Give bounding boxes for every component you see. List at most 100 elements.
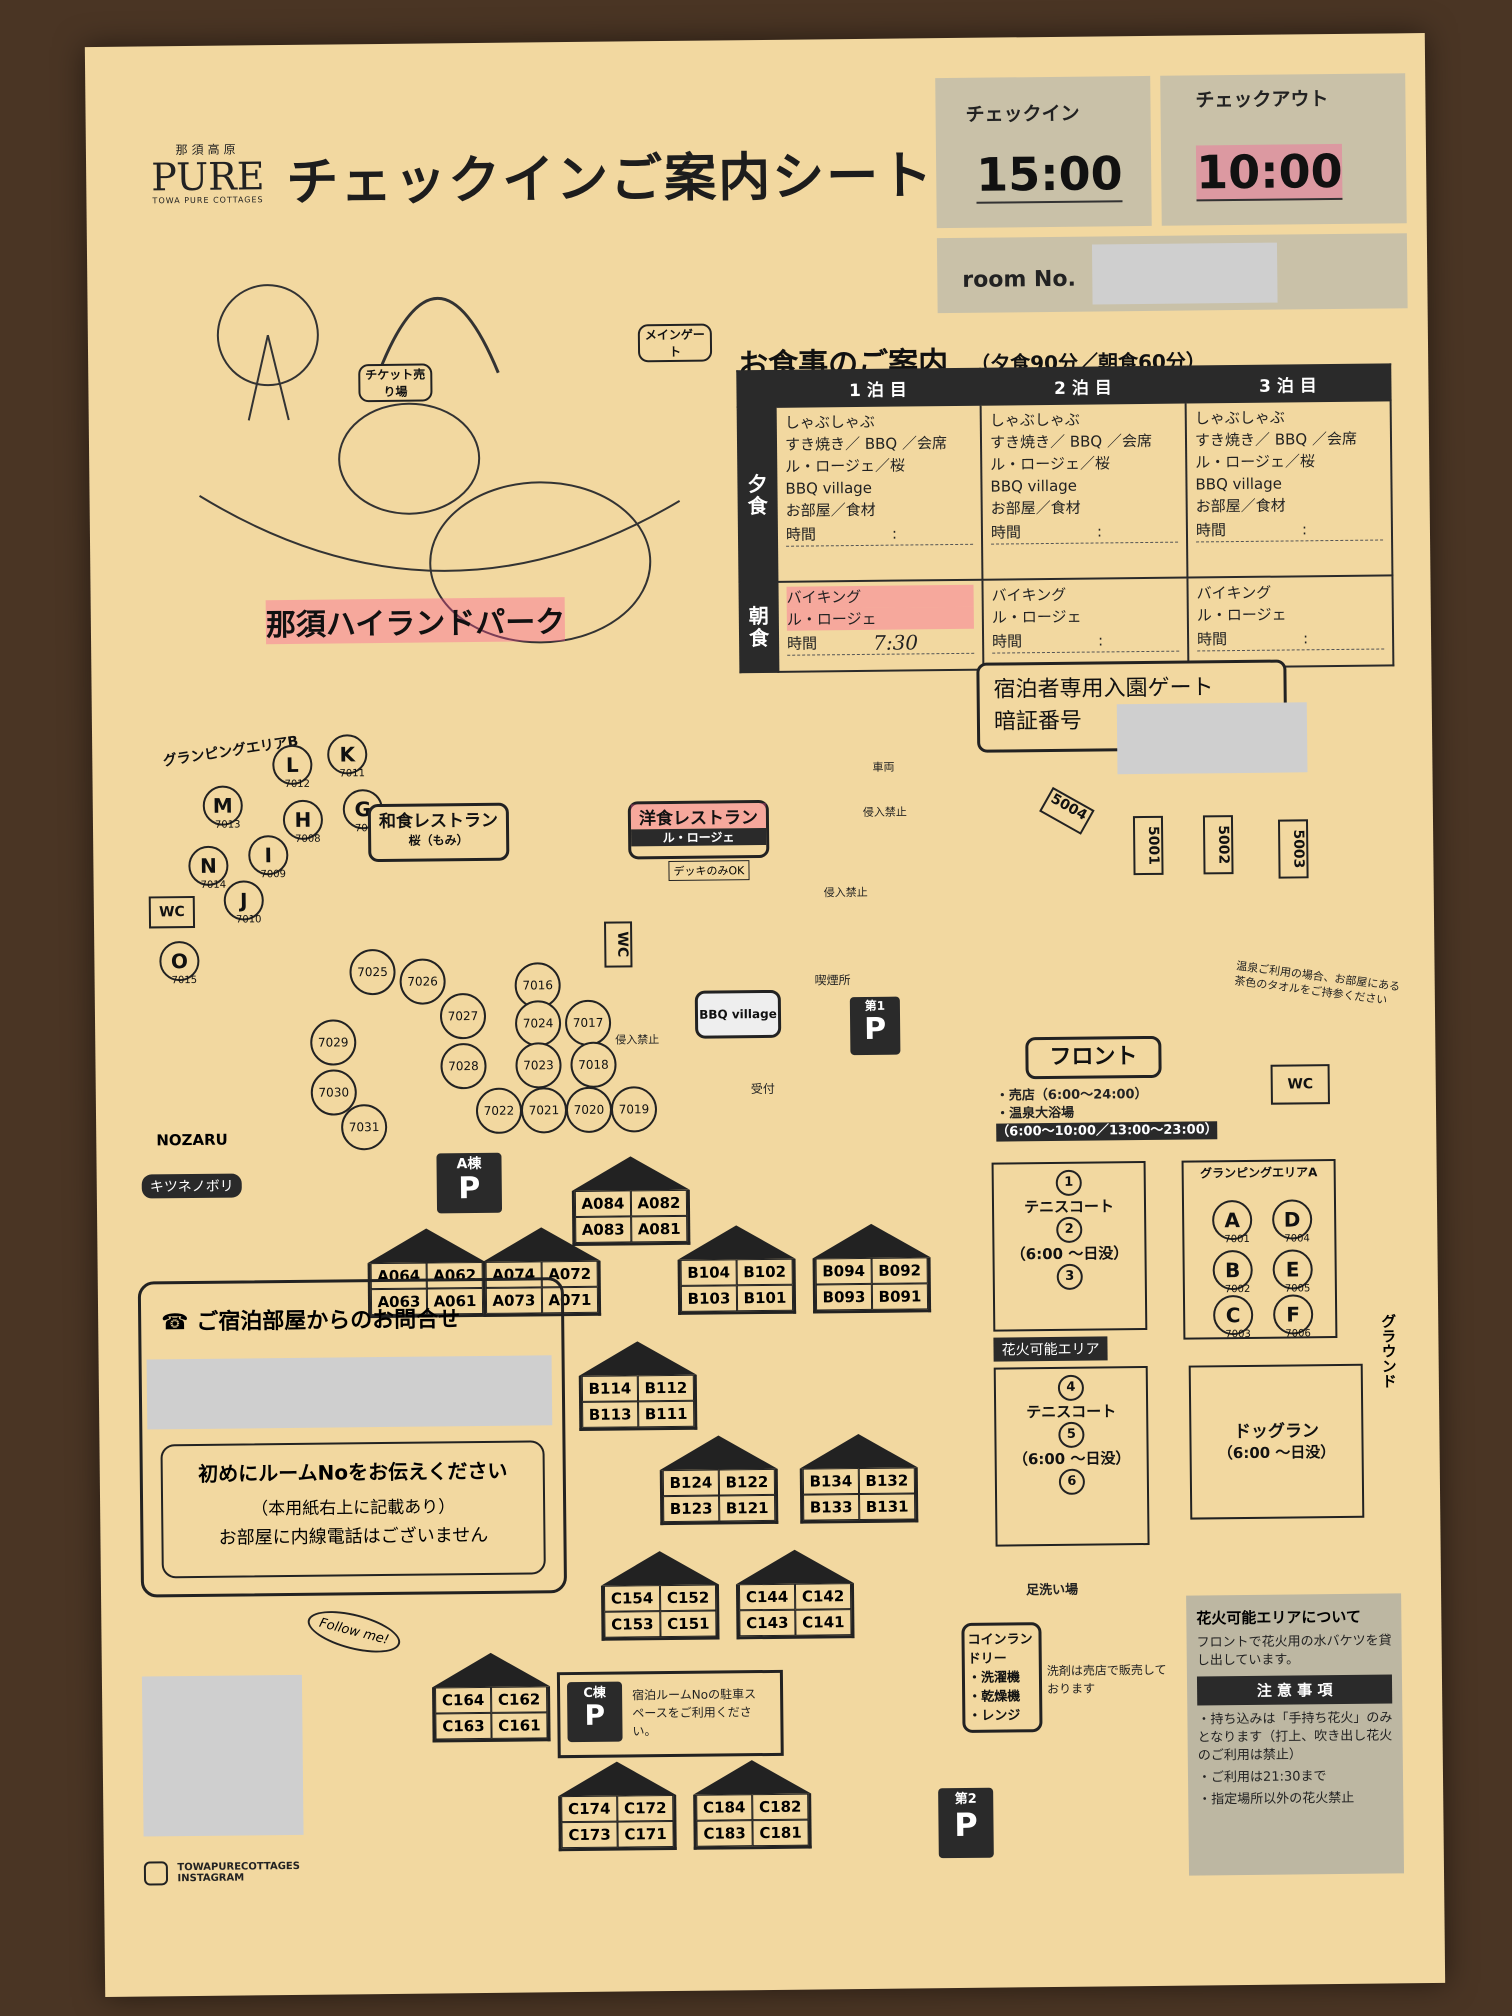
ground-label: グラウンド bbox=[1379, 1313, 1398, 1389]
guest-gate-label: 宿泊者専用入園ゲート bbox=[993, 675, 1214, 703]
breakfast-item: バイキング bbox=[1196, 583, 1272, 603]
breakfast-item: ル・ロージェ bbox=[1196, 605, 1287, 625]
meals-header-3: 3 泊 目 bbox=[1185, 364, 1391, 403]
smoking-area-label: 喫煙所 bbox=[814, 973, 851, 988]
tennis-court-1: 1 テニスコート 2 （6:00 〜日没） 3 bbox=[991, 1161, 1148, 1332]
front-desk: フロント bbox=[1025, 1035, 1162, 1080]
breakfast-time-handwritten: 7:30 bbox=[873, 630, 919, 655]
western-restaurant: 洋食レストラン ル・ロージェ bbox=[627, 799, 770, 860]
breakfast-side-label: 朝 食 bbox=[739, 581, 779, 673]
inquiry-note: 初めにルームNoをお伝えください （本用紙右上に記載あり） お部屋に内線電話はご… bbox=[160, 1440, 546, 1579]
cottage-5001: 5001 bbox=[1132, 815, 1164, 876]
meals-header-2: 2 泊 目 bbox=[980, 366, 1186, 405]
kitsune-label: キツネノボリ bbox=[141, 1173, 242, 1199]
cottage-5002: 5002 bbox=[1202, 815, 1234, 875]
checkin-time: 15:00 bbox=[975, 146, 1123, 204]
no-entry-label-3: 侵入禁止 bbox=[615, 1033, 660, 1047]
meals-table: 1 泊 目 2 泊 目 3 泊 目 夕 食 しゃぶしゃぶ すき焼き／ BBQ ／… bbox=[736, 363, 1394, 673]
round-cabin: 7028 bbox=[440, 1042, 487, 1090]
dog-run: ドッグラン （6:00 〜日没） bbox=[1188, 1363, 1365, 1520]
breakfast-day2: バイキング ル・ロージェ 時間: bbox=[982, 577, 1189, 670]
footbath-label: 足洗い場 bbox=[1025, 1582, 1079, 1599]
tennis-court-2: 4 テニスコート 5 （6:00 〜日没） 6 bbox=[993, 1366, 1150, 1547]
checkout-time: 10:00 bbox=[1195, 143, 1343, 202]
western-restaurant-sub: ル・ロージェ bbox=[631, 827, 767, 847]
parking-c-wing: C棟 P bbox=[566, 1681, 623, 1743]
breakfast-item: ル・ロージェ bbox=[786, 606, 974, 631]
phone-number-redacted bbox=[146, 1355, 553, 1430]
coin-laundry: コインランドリー ・洗濯機 ・乾燥機 ・レンジ bbox=[961, 1622, 1043, 1733]
cottage-5003: 5003 bbox=[1277, 819, 1309, 879]
parking-a-wing: A棟 P bbox=[436, 1152, 503, 1214]
amusement-park-illustration bbox=[199, 284, 681, 644]
dinner-item: BBQ village bbox=[785, 478, 873, 498]
meals-corner bbox=[737, 370, 776, 408]
wc-east: WC bbox=[1270, 1064, 1330, 1105]
breakfast-item: ル・ロージェ bbox=[991, 607, 1082, 627]
fireworks-note: 花火可能エリアについて フロントで花火用の水バケツを貸し出しています。 注 意 … bbox=[1186, 1593, 1405, 1876]
dinner-time-row: 時間: bbox=[990, 519, 1179, 545]
page-title: チェックインご案内シート bbox=[285, 146, 935, 213]
round-cabin: 7023 bbox=[515, 1042, 562, 1089]
dinner-item: お部屋／食材 bbox=[990, 498, 1081, 518]
deck-note: デッキのみOK bbox=[668, 860, 750, 882]
dinner-item: BBQ village bbox=[990, 476, 1078, 496]
dinner-day1: しゃぶしゃぶ すき焼き／ BBQ ／会席 ル・ロージェ／桜 BBQ villag… bbox=[775, 404, 983, 582]
follow-me-badge: Follow me! bbox=[303, 1603, 405, 1661]
room-label: room No. bbox=[962, 266, 1076, 293]
meals-header-1: 1 泊 目 bbox=[775, 368, 981, 407]
brand-logo: 那須高原 PURE TOWA PURE COTTAGES bbox=[151, 140, 265, 205]
checkin-checkout-panel: チェックイン 15:00 チェックアウト 10:00 room No. bbox=[935, 73, 1408, 314]
no-entry-label-2: 侵入禁止 bbox=[823, 885, 868, 900]
ticket-booth-label: チケット売り場 bbox=[358, 363, 433, 403]
western-restaurant-name: 洋食レストラン bbox=[630, 802, 767, 830]
vehicle-label: 車両 bbox=[872, 760, 895, 774]
room-number-redacted bbox=[1091, 242, 1278, 305]
checkout-label: チェックアウト bbox=[1195, 88, 1329, 112]
round-cabin: 7020 bbox=[565, 1086, 613, 1134]
round-cabin: 7017 bbox=[564, 999, 612, 1047]
japanese-restaurant-sub: 桜（もみ） bbox=[408, 833, 469, 848]
qr-code-redacted[interactable] bbox=[141, 1674, 304, 1837]
wc-center: WC bbox=[604, 921, 633, 968]
info-sheet: 那須高原 PURE TOWA PURE COTTAGES チェックインご案内シー… bbox=[84, 33, 1446, 1997]
breakfast-day3: バイキング ル・ロージェ 時間: bbox=[1187, 575, 1394, 668]
round-cabin: 7025 bbox=[349, 948, 396, 996]
dinner-time-row: 時間: bbox=[785, 521, 974, 547]
no-entry-label: 侵入禁止 bbox=[862, 805, 907, 819]
dinner-item: BBQ village bbox=[1195, 474, 1283, 494]
round-cabin: 7018 bbox=[570, 1041, 617, 1089]
round-cabin: 7027 bbox=[439, 992, 487, 1040]
inquiry-title: ☎ ご宿泊部屋からのお問合せ bbox=[161, 1307, 461, 1336]
brand-sub: TOWA PURE COTTAGES bbox=[152, 195, 264, 206]
breakfast-time-row: 時間: bbox=[1196, 626, 1385, 652]
main-gate-label: メインゲート bbox=[637, 323, 713, 363]
c-wing-parking-note: 宿泊ルームNoの駐車スペースをご利用ください。 bbox=[632, 1687, 757, 1739]
parking-1: 第1 P bbox=[849, 996, 901, 1056]
code-redacted bbox=[1116, 702, 1308, 775]
bbq-village: BBQ village bbox=[694, 989, 782, 1039]
cottage-5004: 5004 bbox=[1039, 786, 1095, 835]
dinner-side-label: 夕 食 bbox=[737, 406, 778, 583]
